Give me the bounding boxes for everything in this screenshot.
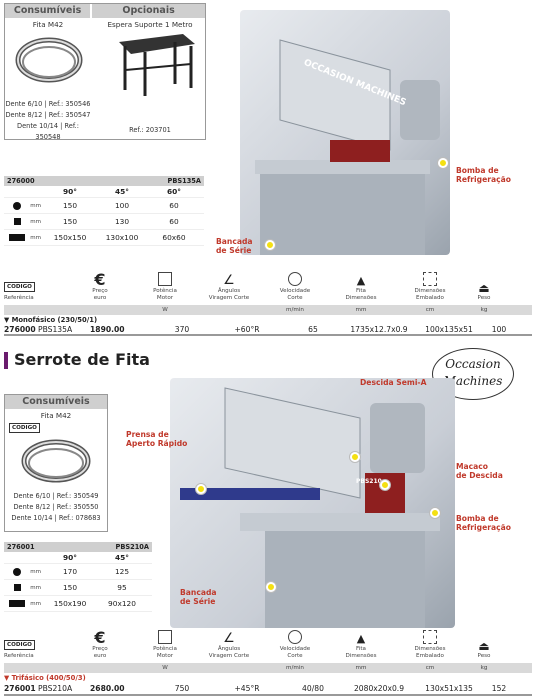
motor-icon bbox=[158, 272, 172, 286]
package-icon bbox=[423, 630, 437, 644]
callout-pump-bottom: Bomba de Refrigeração bbox=[456, 514, 511, 532]
blade-icon: ▲ bbox=[356, 274, 366, 287]
blade-ref-bottom-3: Dente 10/14 | Ref.: 078683 bbox=[11, 514, 101, 522]
blade-icon: ▲ bbox=[356, 632, 366, 645]
bandsaw-photo-pbs135a: OCCASION MACHINES bbox=[240, 10, 450, 255]
blade-ref-2: Dente 8/12 | Ref.: 350547 bbox=[5, 111, 91, 119]
angle-icon: ∠ bbox=[223, 631, 235, 646]
consumables-box-bottom: Consumíveis Fita M42 CODIGO Dente 6/10 |… bbox=[4, 394, 108, 532]
spec-table-bottom: 276001 PBS210A 90° 45° mm 170 125 mm 150… bbox=[4, 542, 152, 612]
round-section-icon bbox=[13, 201, 21, 210]
bandsaw-blade-image bbox=[15, 37, 83, 83]
euro-icon: € bbox=[94, 628, 106, 647]
callout-dot-pump bbox=[438, 158, 448, 168]
power-type-bottom: ▼ Trifásico (400/50/3) bbox=[4, 674, 86, 682]
callout-bench-bottom: Bancada de Série bbox=[180, 588, 217, 606]
units-row-bottom: W m/min mm cm kg bbox=[4, 663, 532, 673]
units-row-top: W m/min mm cm kg bbox=[4, 305, 532, 315]
callout-dot-bench bbox=[265, 240, 275, 250]
codigo-badge-bottom: CODIGO bbox=[9, 423, 40, 433]
spec-table-top: 276000 PBS135A 90° 45° 60° mm 150 100 60… bbox=[4, 176, 204, 246]
callout-descent: Descida Semi-A bbox=[360, 378, 427, 387]
callout-jack: Macaco de Descida bbox=[456, 462, 503, 480]
consumables-header: Consumíveis Opcionais bbox=[5, 4, 205, 18]
section-title: Serrote de Fita bbox=[14, 350, 150, 369]
rect-section-icon bbox=[9, 600, 25, 607]
consumables-title-bottom: Consumíveis bbox=[5, 395, 107, 409]
optional-ref: Ref.: 203701 bbox=[129, 126, 171, 134]
blade-ref-bottom-1: Dente 6/10 | Ref.: 350549 bbox=[13, 492, 99, 500]
consumables-box-top: Consumíveis Opcionais Fita M42 Espera Su… bbox=[4, 3, 206, 143]
price-row-top: 276000 PBS135A 1890.00 370 +60°R 65 1735… bbox=[4, 324, 532, 336]
angle-row: 90° 45° 60° bbox=[4, 186, 204, 198]
blade-ref-bottom-2: Dente 8/12 | Ref.: 350550 bbox=[13, 503, 99, 511]
codigo-badge: CODIGO bbox=[4, 640, 35, 650]
motor-icon bbox=[158, 630, 172, 644]
bandsaw-photo-pbs210a: PBS210 bbox=[170, 378, 455, 628]
weight-icon: ⏏ bbox=[478, 639, 490, 653]
blade-refs-bottom: Dente 6/10 | Ref.: 350549 Dente 8/12 | R… bbox=[5, 491, 107, 524]
callout-dot-pump-bottom bbox=[430, 508, 440, 518]
consumables-title: Consumíveis bbox=[5, 4, 91, 18]
blade-ref-3: Dente 10/14 | Ref.: 350548 bbox=[17, 122, 79, 141]
spec-row-round-bottom: mm 170 125 bbox=[4, 564, 152, 580]
euro-icon: € bbox=[94, 270, 106, 289]
section-title-bar bbox=[4, 352, 8, 369]
callout-dot-clamp bbox=[196, 484, 206, 494]
angle-icon: ∠ bbox=[223, 273, 235, 288]
callout-dot-bench-bottom bbox=[266, 582, 276, 592]
square-section-icon bbox=[13, 584, 21, 591]
blade-name: Fita M42 bbox=[32, 20, 64, 29]
callout-pump-top: Bomba de Refrigeração bbox=[456, 166, 511, 184]
spec-row-rect-bottom: mm 150x190 90x120 bbox=[4, 596, 152, 612]
machine-label: PBS210 bbox=[356, 478, 382, 485]
package-icon bbox=[423, 272, 437, 286]
power-type-top: ▼ Monofásico (230/50/1) bbox=[4, 316, 98, 324]
speed-icon bbox=[288, 272, 302, 286]
roller-stand-image bbox=[119, 34, 195, 96]
price-row-bottom: 276001 PBS210A 2680.00 750 +45°R 40/80 2… bbox=[4, 683, 532, 696]
speed-icon bbox=[288, 630, 302, 644]
callout-clamp: Prensa de Aperto Rápido bbox=[126, 430, 188, 448]
weight-icon: ⏏ bbox=[478, 281, 490, 295]
spec-row-square-bottom: mm 150 95 bbox=[4, 580, 152, 596]
spec-header: 276000 PBS135A bbox=[4, 176, 204, 186]
callout-dot-jack bbox=[380, 480, 390, 490]
blade-ref-1: Dente 6/10 | Ref.: 350546 bbox=[5, 100, 91, 108]
optionals-title: Opcionais bbox=[92, 4, 205, 18]
codigo-badge: CODIGO bbox=[4, 282, 35, 292]
rect-section-icon bbox=[9, 234, 25, 241]
round-section-icon bbox=[13, 567, 21, 576]
optional-item: Espera Suporte 1 Metro bbox=[107, 20, 193, 29]
callout-bench-top: Bancada de Série bbox=[216, 237, 253, 255]
spec-row-square: mm 150 130 60 bbox=[4, 214, 204, 230]
bandsaw-blade-image-bottom bbox=[21, 439, 91, 483]
callout-dot-descent bbox=[350, 452, 360, 462]
blade-name-bottom: Fita M42 bbox=[40, 411, 72, 420]
square-section-icon bbox=[13, 218, 21, 225]
blade-refs: Dente 6/10 | Ref.: 350546 Dente 8/12 | R… bbox=[5, 99, 91, 143]
spec-row-rect: mm 150x150 130x100 60x60 bbox=[4, 230, 204, 246]
spec-row-round: mm 150 100 60 bbox=[4, 198, 204, 214]
